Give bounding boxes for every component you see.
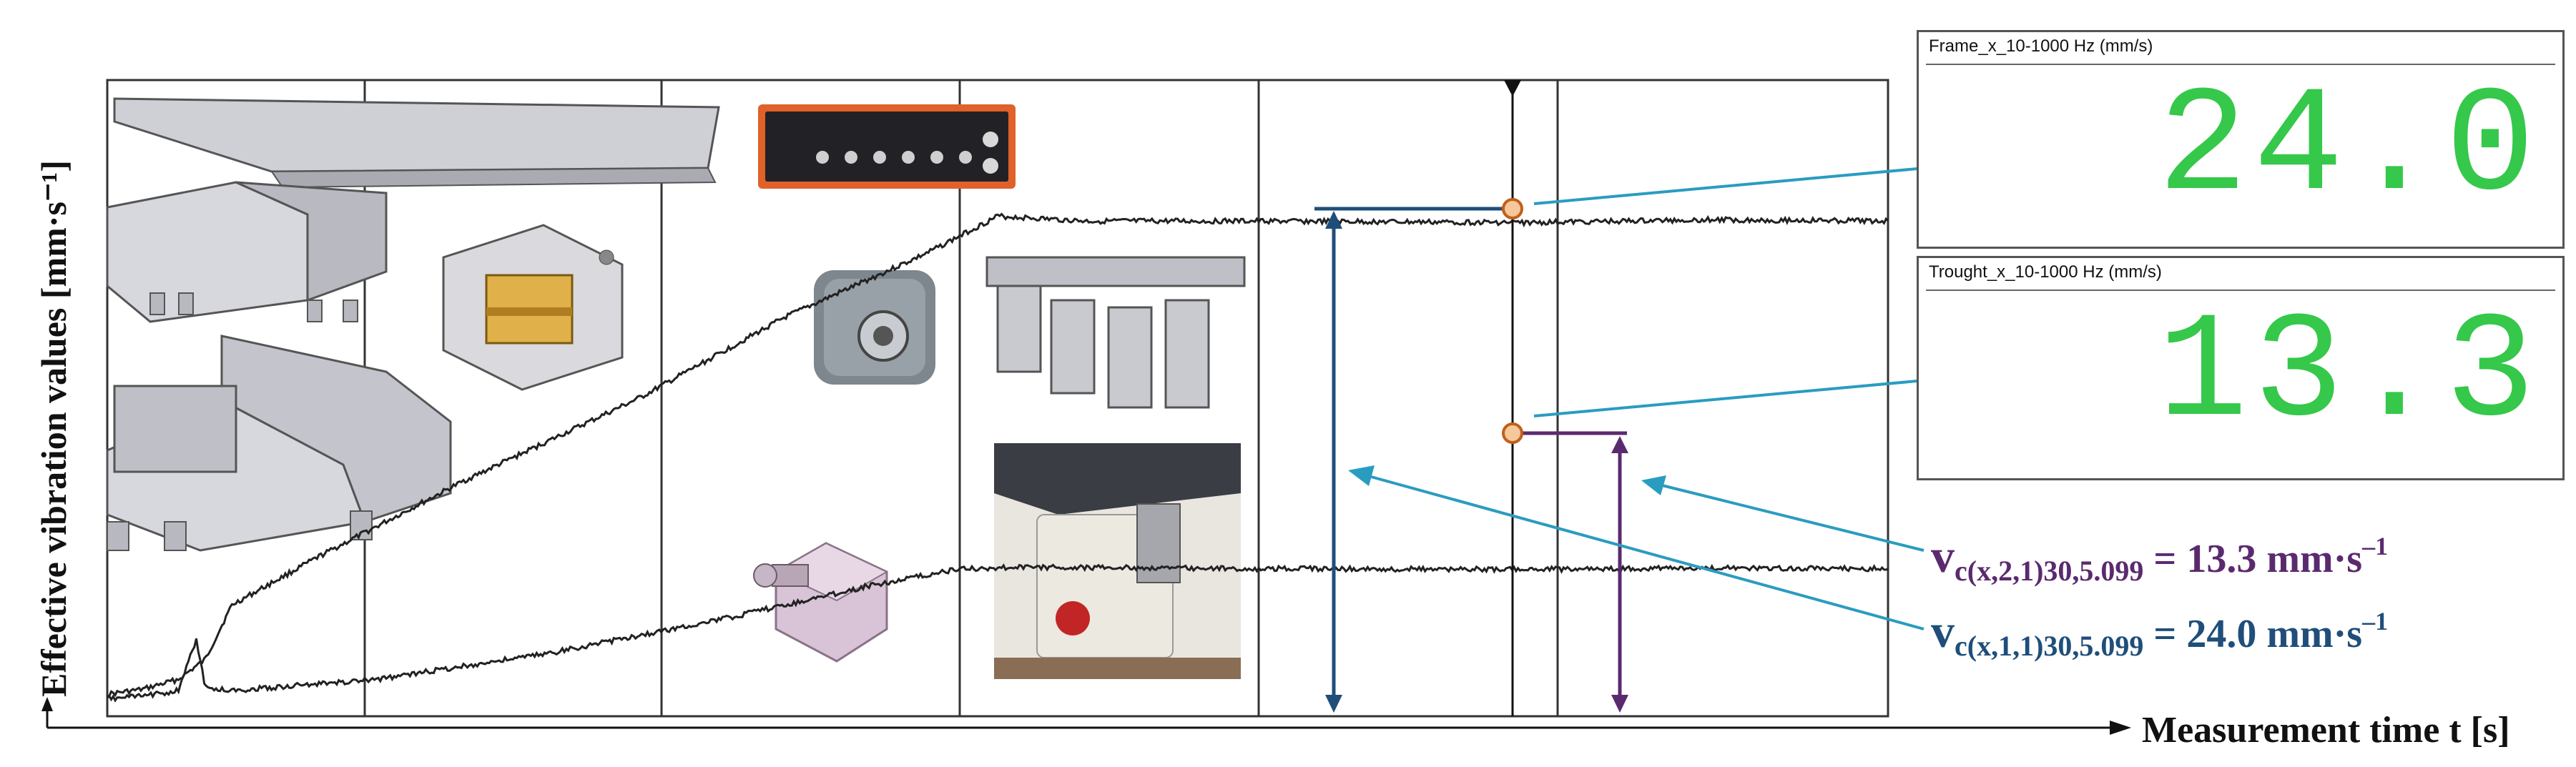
lower-formula-var: v [1931, 530, 1955, 583]
daq-module-photo-icon [758, 104, 1016, 189]
panel-divider [1926, 64, 2555, 65]
trough-readout-panel: Trought_x_10-1000 Hz (mm/s) 13.3 [1917, 256, 2565, 480]
lower-cursor-marker[interactable] [1502, 422, 1523, 444]
upper-magnitude-arrow [1325, 211, 1342, 713]
frame-readout-panel: Frame_x_10-1000 Hz (mm/s) 24.0 [1917, 30, 2565, 249]
series-lower-line [107, 563, 1889, 703]
feeder-test-photo-icon [994, 443, 1241, 679]
y-axis-label: Effective vibration values [mm·s⁻¹] [34, 160, 74, 697]
trough-readout-value: 13.3 [2157, 290, 2541, 460]
upper-formula-var: v [1931, 605, 1955, 658]
upper-formula-value: = 24.0 mm·s [2143, 612, 2362, 656]
spring-bracket-render-icon [985, 256, 1246, 409]
vibrating-feeder-render-icon [106, 97, 720, 552]
series-upper-line [107, 212, 1889, 698]
lower-formula-value: = 13.3 mm·s [2143, 537, 2362, 581]
y-axis [41, 697, 53, 728]
lower-formula: vc(x,2,1)30,5.099 = 13.3 mm·s–1 [1931, 530, 2388, 587]
lower-magnitude-arrow [1611, 436, 1628, 713]
lower-formula-exp: –1 [2361, 532, 2388, 560]
x-axis-label: Measurement time t [s] [2142, 710, 2510, 751]
yellow-exciter-render-icon [442, 224, 624, 391]
frame-readout-value: 24.0 [2157, 64, 2541, 234]
upper-annotation-arrow [1348, 465, 1924, 630]
gray-accelerometer-photo-icon [814, 270, 935, 385]
lower-formula-sub: c(x,2,1)30,5.099 [1955, 555, 2143, 587]
pink-accelerometer-render-icon [753, 542, 889, 663]
upper-cursor-marker[interactable] [1502, 198, 1523, 219]
cursor-handle-icon[interactable] [1504, 80, 1521, 97]
trough-readout-title: Trought_x_10-1000 Hz (mm/s) [1929, 262, 2162, 282]
upper-formula-exp: –1 [2361, 607, 2388, 635]
lower-annotation-arrow [1641, 475, 1924, 552]
upper-formula-sub: c(x,1,1)30,5.099 [1955, 630, 2143, 662]
upper-formula: vc(x,1,1)30,5.099 = 24.0 mm·s–1 [1931, 605, 2388, 662]
x-axis [47, 721, 2131, 735]
panel-divider [1926, 290, 2555, 291]
frame-readout-title: Frame_x_10-1000 Hz (mm/s) [1929, 36, 2153, 56]
